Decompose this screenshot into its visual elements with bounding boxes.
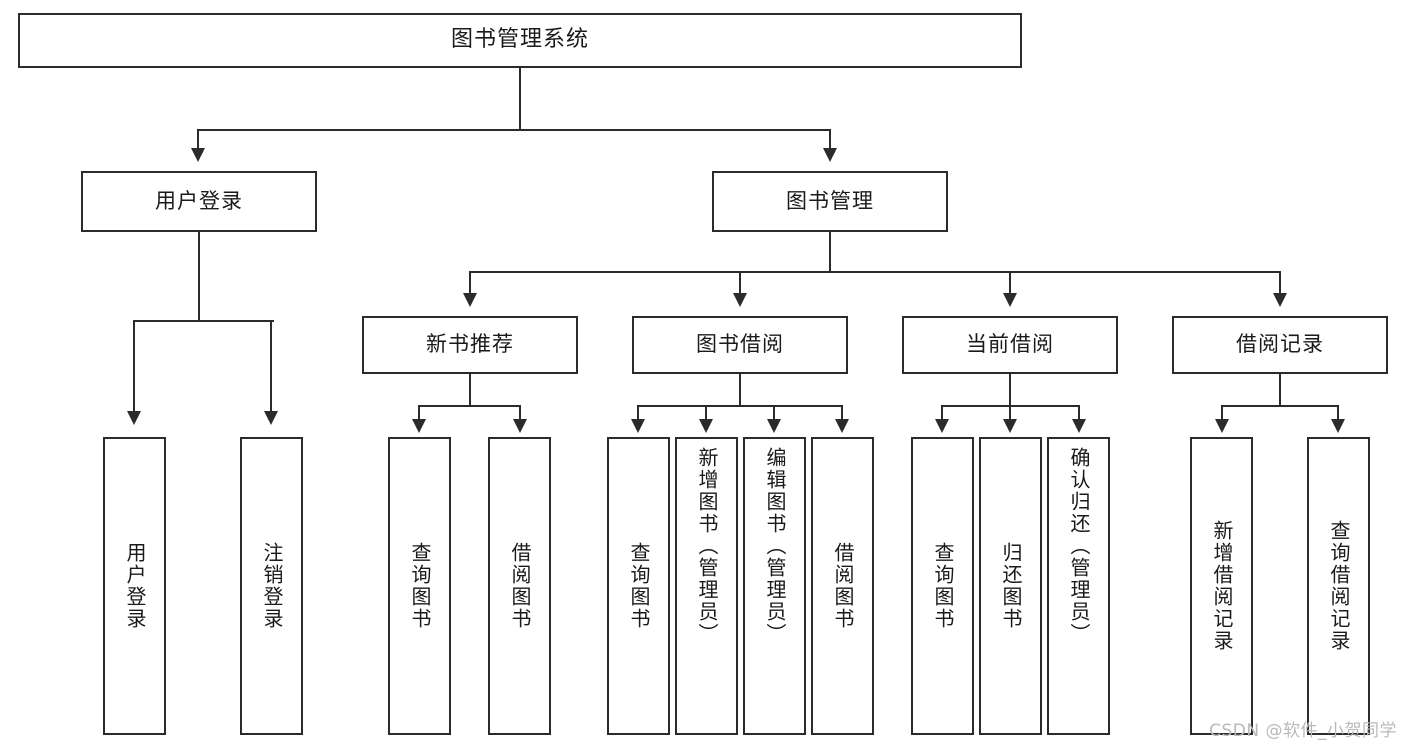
leaf-label: 确认归还（管理员）: [1067, 447, 1091, 645]
arrow-new-book-leaf-1: [412, 419, 426, 433]
edge-book-borrow-bus: [637, 405, 842, 407]
arrow-new-book-leaf-2: [513, 419, 527, 433]
arrow-user-login-leaf-2: [264, 411, 278, 425]
edge-user-login-stem: [198, 232, 200, 321]
leaf-book-borrow-edit[interactable]: 编辑图书（管理员）: [743, 437, 806, 735]
edge-root-to-user-login: [197, 129, 199, 151]
leaf-label: 用户登录: [123, 542, 147, 630]
leaf-current-borrow-confirm[interactable]: 确认归还（管理员）: [1047, 437, 1110, 735]
arrow-current-borrow-leaf-2: [1003, 419, 1017, 433]
leaf-label: 新增图书（管理员）: [695, 447, 719, 645]
arrow-borrow-record-leaf-1: [1215, 419, 1229, 433]
edge-user-login-drop-2: [270, 320, 272, 414]
leaf-borrow-record-add[interactable]: 新增借阅记录: [1190, 437, 1253, 735]
leaf-book-borrow-add[interactable]: 新增图书（管理员）: [675, 437, 738, 735]
arrow-book-borrow-leaf-2: [699, 419, 713, 433]
edge-borrow-record-bus: [1221, 405, 1339, 407]
edge-current-borrow-drop-3: [1078, 405, 1080, 422]
arrow-book-mgmt-to-current-borrow: [1003, 293, 1017, 307]
leaf-new-book-query[interactable]: 查询图书: [388, 437, 451, 735]
edge-book-mgmt-drop-2: [739, 271, 741, 296]
edge-book-mgmt-drop-1: [469, 271, 471, 296]
node-label: 新书推荐: [426, 332, 514, 357]
arrow-current-borrow-leaf-1: [935, 419, 949, 433]
leaf-new-book-borrow[interactable]: 借阅图书: [488, 437, 551, 735]
leaf-label: 查询图书: [627, 542, 651, 630]
arrow-book-mgmt-to-book-borrow: [733, 293, 747, 307]
arrow-book-borrow-leaf-4: [835, 419, 849, 433]
arrow-book-borrow-leaf-1: [631, 419, 645, 433]
leaf-label: 查询借阅记录: [1327, 520, 1351, 652]
node-label: 用户登录: [155, 188, 243, 213]
leaf-label: 查询图书: [408, 542, 432, 630]
node-user-login[interactable]: 用户登录: [81, 171, 317, 232]
leaf-current-borrow-return[interactable]: 归还图书: [979, 437, 1042, 735]
edge-current-borrow-stem: [1009, 374, 1011, 406]
arrow-book-borrow-leaf-3: [767, 419, 781, 433]
edge-book-borrow-drop-2: [705, 405, 707, 422]
arrow-book-mgmt-to-new-book: [463, 293, 477, 307]
edge-borrow-record-drop-1: [1221, 405, 1223, 422]
edge-new-book-bus: [418, 405, 521, 407]
edge-root-stem: [519, 68, 521, 130]
edge-book-borrow-drop-1: [637, 405, 639, 422]
edge-new-book-stem: [469, 374, 471, 406]
edge-root-to-book-mgmt: [829, 129, 831, 151]
edge-new-book-drop-1: [418, 405, 420, 422]
node-book-management[interactable]: 图书管理: [712, 171, 948, 232]
node-label: 图书管理系统: [450, 27, 589, 53]
edge-book-mgmt-stem: [829, 232, 831, 272]
leaf-user-login-login[interactable]: 用户登录: [103, 437, 166, 735]
node-book-borrow[interactable]: 图书借阅: [632, 316, 848, 374]
leaf-label: 借阅图书: [508, 542, 532, 630]
leaf-book-borrow-query[interactable]: 查询图书: [607, 437, 670, 735]
edge-user-login-drop-1: [133, 320, 135, 414]
edge-book-borrow-drop-4: [841, 405, 843, 422]
edge-new-book-drop-2: [519, 405, 521, 422]
edge-borrow-record-drop-2: [1337, 405, 1339, 422]
leaf-label: 注销登录: [260, 542, 284, 630]
leaf-current-borrow-query[interactable]: 查询图书: [911, 437, 974, 735]
leaf-book-borrow-borrow[interactable]: 借阅图书: [811, 437, 874, 735]
edge-current-borrow-drop-1: [941, 405, 943, 422]
leaf-label: 编辑图书（管理员）: [763, 447, 787, 645]
watermark-text: CSDN @软件_小贺同学: [1209, 721, 1397, 741]
arrow-current-borrow-leaf-3: [1072, 419, 1086, 433]
arrow-borrow-record-leaf-2: [1331, 419, 1345, 433]
node-label: 图书借阅: [696, 332, 784, 357]
edge-root-bus: [197, 129, 831, 131]
edge-book-borrow-drop-3: [773, 405, 775, 422]
edge-book-mgmt-drop-3: [1009, 271, 1011, 296]
node-current-borrow[interactable]: 当前借阅: [902, 316, 1118, 374]
arrow-root-to-book-mgmt: [823, 148, 837, 162]
leaf-user-login-logout[interactable]: 注销登录: [240, 437, 303, 735]
arrow-user-login-leaf-1: [127, 411, 141, 425]
edge-book-borrow-stem: [739, 374, 741, 406]
node-root-system[interactable]: 图书管理系统: [18, 13, 1022, 68]
edge-book-mgmt-drop-4: [1279, 271, 1281, 296]
arrow-root-to-user-login: [191, 148, 205, 162]
node-borrow-record[interactable]: 借阅记录: [1172, 316, 1388, 374]
leaf-label: 借阅图书: [831, 542, 855, 630]
leaf-label: 归还图书: [999, 542, 1023, 630]
edge-book-mgmt-bus: [469, 271, 1281, 273]
node-label: 借阅记录: [1236, 332, 1324, 357]
leaf-label: 查询图书: [931, 542, 955, 630]
arrow-book-mgmt-to-borrow-record: [1273, 293, 1287, 307]
leaf-borrow-record-query[interactable]: 查询借阅记录: [1307, 437, 1370, 735]
node-label: 图书管理: [786, 188, 874, 213]
node-label: 当前借阅: [966, 332, 1054, 357]
edge-user-login-bus: [133, 320, 274, 322]
edge-current-borrow-drop-2: [1009, 405, 1011, 422]
node-new-book-recommend[interactable]: 新书推荐: [362, 316, 578, 374]
leaf-label: 新增借阅记录: [1210, 520, 1234, 652]
edge-borrow-record-stem: [1279, 374, 1281, 406]
